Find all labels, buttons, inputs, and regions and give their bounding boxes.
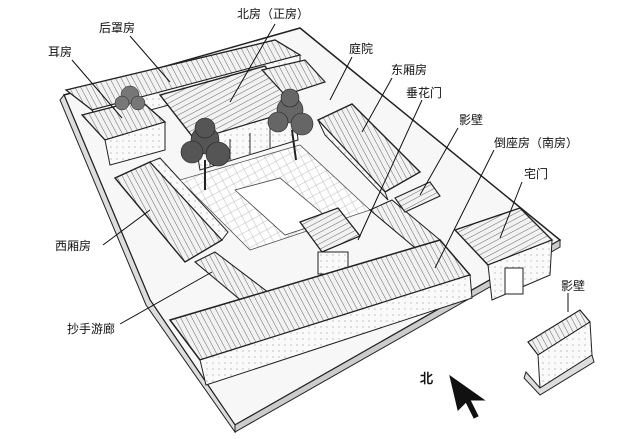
ear-house-wall bbox=[104, 121, 166, 166]
label-east-wing: 东厢房 bbox=[390, 63, 429, 77]
outer-screen-wall-base bbox=[523, 354, 595, 396]
label-outer-screen-wall: 影壁 bbox=[560, 279, 587, 293]
east-ear-house-roof bbox=[260, 59, 327, 96]
label-west-wing: 西厢房 bbox=[54, 239, 93, 253]
label-veranda: 抄手游廊 bbox=[66, 322, 117, 336]
tree-west bbox=[180, 117, 231, 190]
east-wing-wall bbox=[317, 119, 389, 201]
label-rear-cover-house: 后罩房 bbox=[98, 21, 137, 35]
north-arrow-icon bbox=[449, 374, 486, 419]
inner-screen-wall bbox=[394, 181, 441, 213]
label-north-main-house: 北房（正房） bbox=[236, 7, 311, 21]
tree-rear bbox=[114, 85, 146, 111]
tree-east bbox=[267, 88, 314, 161]
label-hanging-flower-gate: 垂花门 bbox=[405, 86, 444, 100]
north-label: 北 bbox=[420, 372, 434, 387]
label-courtyard: 庭院 bbox=[348, 42, 375, 56]
label-south-house: 倒座房（南房） bbox=[493, 136, 580, 150]
leader-lines bbox=[71, 23, 569, 325]
label-inner-screen-wall: 影壁 bbox=[458, 113, 485, 127]
south-house-wall bbox=[199, 274, 473, 386]
label-house-gate: 宅门 bbox=[523, 167, 550, 181]
west-wing-wall bbox=[149, 157, 229, 241]
label-ear-house: 耳房 bbox=[47, 45, 74, 59]
